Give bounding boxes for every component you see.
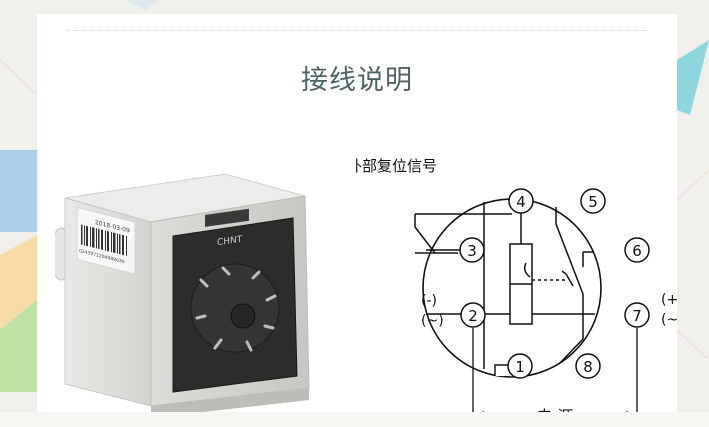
- terminal-6: 6: [624, 237, 650, 263]
- terminal-2: 2: [460, 302, 486, 328]
- dotted-divider: [67, 30, 647, 31]
- power-label: 电 源: [536, 407, 573, 414]
- bg-teal-triangle: [677, 40, 709, 115]
- svg-text:8: 8: [583, 358, 593, 376]
- bg-yellow-panel: [0, 235, 37, 330]
- bg-green-panel: [0, 300, 37, 392]
- page-title: 接线说明: [301, 65, 413, 96]
- terminal-4: 4: [508, 188, 534, 214]
- terminal-1: 1: [507, 353, 533, 379]
- right-polarity-dc: (+): [661, 292, 677, 308]
- terminal-5: 5: [580, 188, 606, 214]
- svg-text:7: 7: [632, 307, 642, 325]
- bg-blue-panel: [0, 150, 37, 232]
- barcode-label: 2018-03-09 0243971204989030: [76, 206, 136, 275]
- terminal-8: 8: [575, 353, 601, 379]
- left-polarity-ac: (~): [421, 313, 444, 329]
- svg-text:2: 2: [468, 307, 478, 325]
- svg-text:6: 6: [632, 242, 642, 260]
- svg-text:3: 3: [467, 242, 477, 260]
- terminal-3: 3: [459, 237, 485, 263]
- relay-pins: [195, 266, 277, 352]
- bottom-strip: [0, 412, 709, 427]
- brand-mark: CHNT: [217, 235, 243, 249]
- relay-illustration: 2018-03-09 0243971204989030 CHNT: [55, 173, 310, 414]
- content-panel: 接线说明: [37, 14, 677, 414]
- svg-text:4: 4: [516, 193, 526, 211]
- svg-text:1: 1: [515, 358, 525, 376]
- bg-top-triangle: [125, 0, 160, 10]
- svg-text:5: 5: [588, 193, 598, 211]
- wiring-diagram: 外部复位信号: [355, 157, 677, 414]
- terminal-7: 7: [624, 302, 650, 328]
- reset-signal-caption: 外部复位信号: [355, 157, 437, 175]
- left-polarity-dc: (-): [421, 293, 437, 309]
- right-polarity-ac: (~): [661, 312, 677, 328]
